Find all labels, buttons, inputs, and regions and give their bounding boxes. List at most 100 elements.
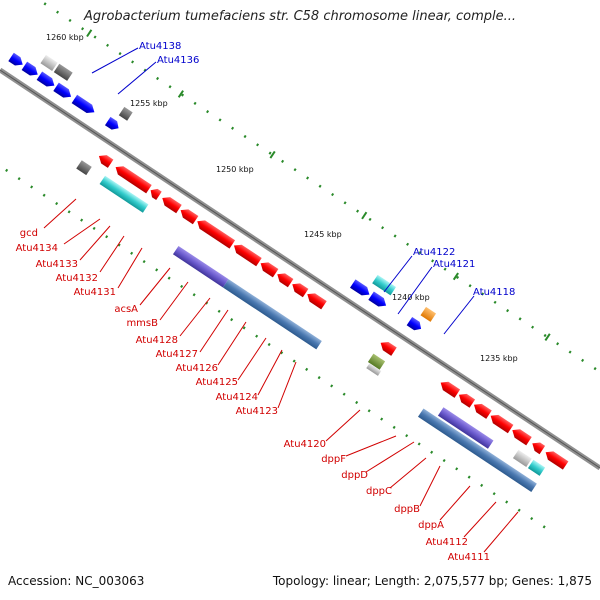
- cds-red[interactable]: [195, 217, 236, 249]
- scale-labels: 1260 kbp 1255 kbp 1250 kbp 1245 kbp 1240…: [46, 33, 518, 363]
- feature-steelblue[interactable]: [417, 408, 537, 492]
- cds-blue[interactable]: [368, 291, 389, 310]
- gene-label[interactable]: gcd: [20, 228, 38, 239]
- gene-cyan[interactable]: [99, 175, 149, 213]
- tick-1255: [177, 90, 184, 98]
- genome-map: 1260 kbp 1255 kbp 1250 kbp 1245 kbp 1240…: [0, 2, 600, 563]
- forward-gene-track: [40, 54, 437, 322]
- cds-red[interactable]: [96, 152, 114, 168]
- gene-label[interactable]: dppA: [418, 520, 444, 531]
- gene-label[interactable]: Atu4118: [473, 287, 515, 298]
- scale-guide-inner: [0, 135, 557, 536]
- cds-red[interactable]: [148, 186, 162, 200]
- forward-cds-track: [8, 52, 424, 333]
- gene-label[interactable]: Atu4112: [426, 537, 468, 548]
- gene-label[interactable]: mmsB: [126, 318, 158, 329]
- gene-cyan[interactable]: [527, 459, 546, 476]
- feature-steelblue[interactable]: [222, 279, 322, 350]
- cds-red[interactable]: [510, 426, 532, 446]
- cds-red[interactable]: [378, 339, 397, 356]
- gene-label[interactable]: Atu4111: [448, 552, 490, 563]
- cds-blue[interactable]: [104, 116, 121, 133]
- cds-red[interactable]: [530, 439, 546, 455]
- tick-1245: [361, 211, 368, 220]
- cds-red[interactable]: [456, 391, 476, 408]
- cds-red[interactable]: [471, 401, 492, 419]
- gene-label[interactable]: dppC: [366, 486, 392, 497]
- accession-text: Accession: NC_003063: [8, 574, 145, 588]
- gene-gray[interactable]: [76, 160, 92, 176]
- tick-1260: [86, 29, 93, 38]
- gene-label[interactable]: Atu4121: [433, 259, 475, 270]
- cds-red[interactable]: [438, 378, 461, 398]
- scale-ticks: [86, 29, 551, 342]
- scale-label: 1260 kbp: [46, 33, 84, 42]
- gene-label[interactable]: Atu4127: [156, 349, 198, 360]
- gene-label[interactable]: acsA: [114, 304, 138, 315]
- reverse-feature-track: [172, 245, 537, 492]
- cds-red[interactable]: [305, 290, 327, 310]
- tick-1235: [544, 333, 551, 342]
- cds-blue[interactable]: [36, 71, 58, 90]
- tick-1240: [452, 272, 459, 281]
- gene-gray[interactable]: [53, 63, 73, 81]
- bottom-label-text: gcd Atu4134 Atu4133 Atu4132 Atu4131 acsA…: [16, 228, 490, 563]
- gene-light[interactable]: [512, 449, 532, 467]
- gene-label[interactable]: Atu4120: [284, 439, 326, 450]
- top-labels: [91, 47, 475, 335]
- gene-label[interactable]: Atu4131: [74, 287, 116, 298]
- map-title: Agrobacterium tumefaciens str. C58 chrom…: [83, 9, 517, 24]
- cds-red[interactable]: [113, 163, 152, 194]
- gene-gray[interactable]: [40, 54, 58, 71]
- gene-label[interactable]: dppF: [321, 454, 346, 465]
- gene-label[interactable]: Atu4124: [216, 392, 258, 403]
- chromosome-backbone: [0, 67, 600, 471]
- top-label-text: Atu4138 Atu4136 Atu4122 Atu4121 Atu4118: [139, 41, 515, 298]
- scale-guide-outer: [43, 2, 600, 403]
- gene-label[interactable]: dppD: [341, 470, 368, 481]
- gene-label[interactable]: Atu4136: [157, 55, 199, 66]
- cds-blue[interactable]: [349, 279, 372, 298]
- cds-red[interactable]: [178, 206, 199, 225]
- cds-red[interactable]: [290, 280, 309, 298]
- cds-blue[interactable]: [8, 52, 25, 69]
- cds-red[interactable]: [275, 270, 294, 288]
- gene-label[interactable]: dppB: [394, 504, 420, 515]
- cds-blue[interactable]: [406, 316, 424, 333]
- feature-tracks: [0, 2, 600, 536]
- scale-label: 1250 kbp: [216, 165, 254, 174]
- gene-cyan[interactable]: [372, 274, 397, 296]
- cds-blue[interactable]: [71, 94, 98, 117]
- gene-label[interactable]: Atu4134: [16, 243, 58, 254]
- feature-slate[interactable]: [172, 245, 229, 288]
- gene-label[interactable]: Atu4122: [413, 247, 455, 258]
- gene-label[interactable]: Atu4123: [236, 406, 278, 417]
- cds-blue[interactable]: [53, 82, 74, 101]
- cds-blue[interactable]: [21, 61, 41, 79]
- gene-olive[interactable]: [367, 353, 386, 370]
- reverse-cds-track: [96, 152, 569, 470]
- gene-orange[interactable]: [420, 306, 437, 322]
- reverse-gene-track: [76, 160, 546, 476]
- gene-label[interactable]: Atu4133: [36, 259, 78, 270]
- cds-red[interactable]: [488, 412, 514, 434]
- gene-label[interactable]: Atu4126: [176, 363, 218, 374]
- bottom-leaders: [43, 198, 519, 553]
- cds-red[interactable]: [160, 194, 182, 214]
- scale-label: 1235 kbp: [480, 354, 518, 363]
- scale-label: 1245 kbp: [304, 230, 342, 239]
- gene-light[interactable]: [366, 363, 382, 376]
- scale-label: 1255 kbp: [130, 99, 168, 108]
- cds-red[interactable]: [543, 448, 569, 470]
- gene-label[interactable]: Atu4138: [139, 41, 181, 52]
- cds-red[interactable]: [258, 259, 279, 278]
- gene-gray[interactable]: [118, 106, 133, 121]
- gene-label[interactable]: Atu4132: [56, 273, 98, 284]
- genome-summary-text: Topology: linear; Length: 2,075,577 bp; …: [272, 574, 592, 588]
- gene-label[interactable]: Atu4128: [136, 335, 178, 346]
- tick-1250: [269, 150, 276, 159]
- feature-slate[interactable]: [437, 407, 494, 449]
- scale-label: 1240 kbp: [392, 293, 430, 302]
- gene-label[interactable]: Atu4125: [196, 377, 238, 388]
- cds-red[interactable]: [231, 241, 262, 267]
